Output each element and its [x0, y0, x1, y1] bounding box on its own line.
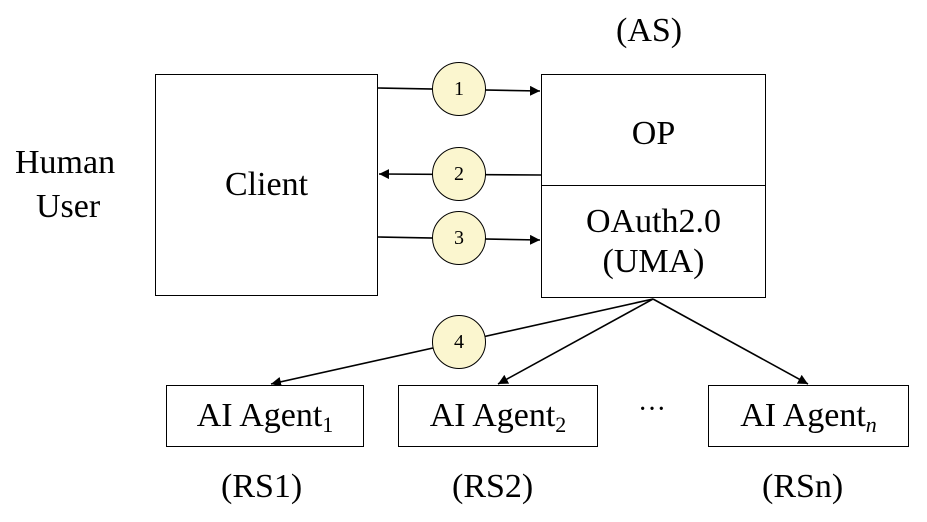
ai-agent-2-subscript: 2 [555, 412, 567, 438]
step-2-circle: 2 [432, 147, 486, 201]
oauth-box: OAuth2.0 (UMA) [541, 185, 766, 298]
as-label: (AS) [616, 12, 683, 49]
ai-agent-2-box: AI Agent2 [398, 385, 598, 447]
agents-ellipsis: ··· [638, 394, 666, 425]
oauth-label-line2: (UMA) [602, 242, 705, 280]
ai-agent-2-label: AI Agent [429, 397, 556, 435]
client-box: Client [155, 74, 378, 296]
human-user-label-line1: Human [15, 144, 116, 181]
ai-agent-1-subscript: 1 [322, 412, 334, 438]
client-label: Client [224, 166, 309, 204]
oauth-label-line1: OAuth2.0 [585, 203, 722, 241]
ai-agent-n-subscript: n [865, 412, 877, 438]
step-4-circle: 4 [432, 315, 486, 369]
arrow-to-agent-2 [497, 298, 654, 385]
step-1-circle: 1 [432, 62, 486, 116]
rs1-label: (RS1) [221, 468, 303, 505]
op-box: OP [541, 74, 766, 187]
ai-agent-n-box: AI Agentn [708, 385, 909, 447]
ai-agent-1-box: AI Agent1 [166, 385, 364, 447]
ai-agent-n-label: AI Agent [740, 397, 866, 435]
human-user-label-line2: User [36, 188, 101, 225]
step-3-circle: 3 [432, 211, 486, 265]
ai-agent-1-label: AI Agent [196, 397, 323, 435]
rsn-label: (RSn) [762, 468, 844, 505]
op-label: OP [631, 114, 676, 152]
arrow-to-agent-n [652, 298, 809, 385]
rs2-label: (RS2) [452, 468, 534, 505]
